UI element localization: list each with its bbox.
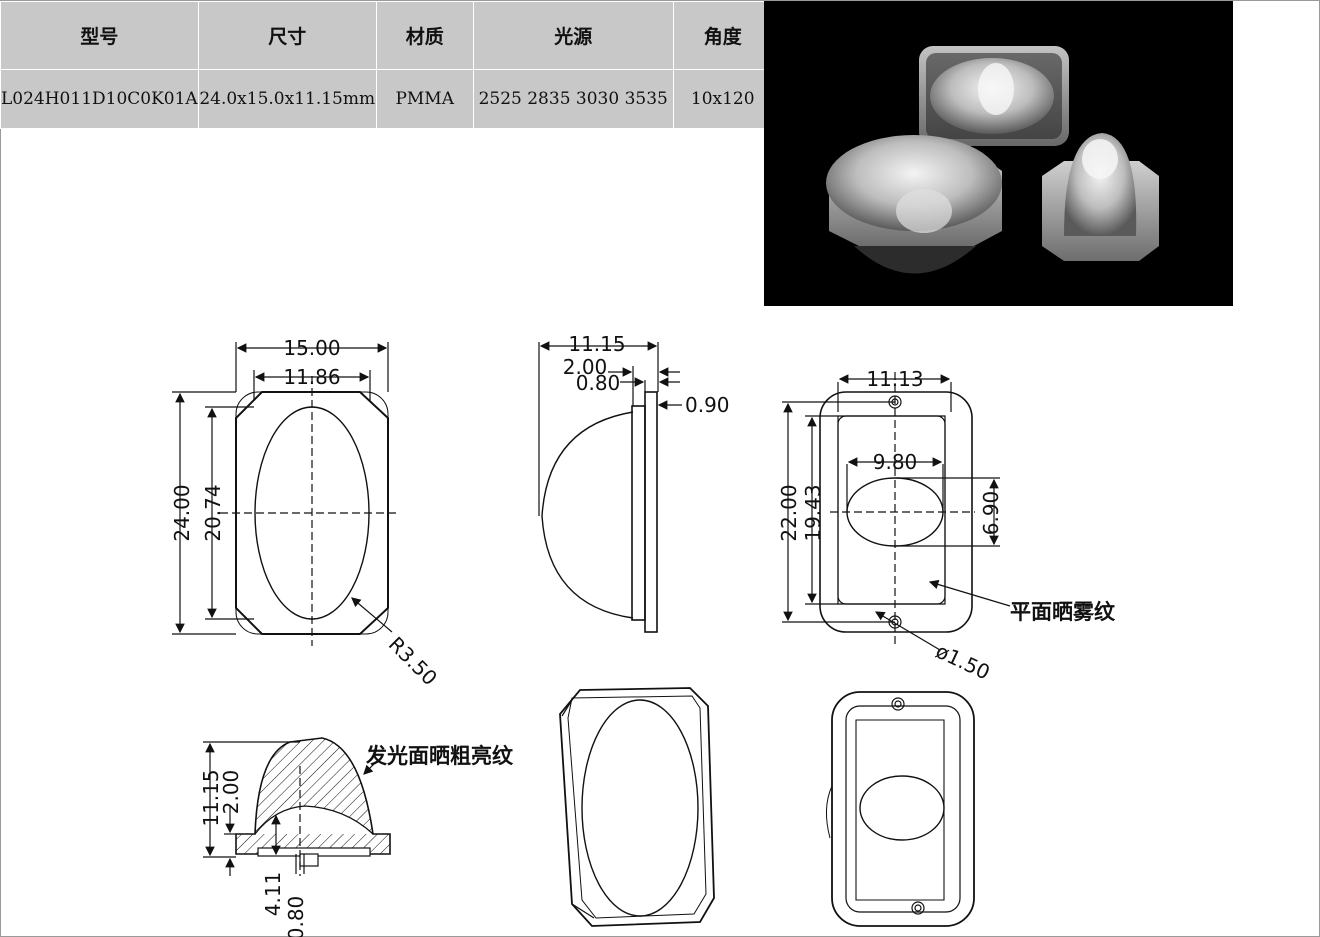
front-radius-label: R3.50 xyxy=(384,632,442,690)
side-thickness-label: 0.90 xyxy=(685,393,730,417)
section-view xyxy=(203,737,391,876)
cell-size: 24.0x15.0x11.15mm xyxy=(197,69,377,129)
back-width-label: 11.13 xyxy=(866,367,923,391)
back-window-height-label: 6.90 xyxy=(979,491,1003,536)
cell-light-source: 2525 2835 3030 3535 xyxy=(472,69,674,129)
front-inner-height-label: 20.74 xyxy=(201,484,225,541)
side-flange-label: 2.00 xyxy=(563,355,608,379)
section-top-label: 2.00 xyxy=(219,770,243,815)
header-model: 型号 xyxy=(0,1,199,70)
cell-model: L024H011D10C0K01A xyxy=(0,69,199,129)
section-surface-note: 发光面晒粗亮纹 xyxy=(365,744,514,768)
header-size: 尺寸 xyxy=(197,1,377,70)
side-view xyxy=(538,341,682,633)
back-hole-label: ø1.50 xyxy=(932,639,994,685)
table-row: L024H011D10C0K01A 24.0x15.0x11.15mm PMMA… xyxy=(0,69,773,129)
iso-front-view xyxy=(559,687,715,927)
technical-drawing: 15.00 11.86 24.00 20.74 R3.50 11.15 2.00… xyxy=(170,332,1116,937)
front-height-label: 24.00 xyxy=(170,484,194,541)
product-photo xyxy=(764,1,1233,306)
cell-angle: 10x120 xyxy=(672,69,773,129)
spec-table: 型号 尺寸 材质 光源 角度 L024H011D10C0K01A 24.0x15… xyxy=(0,1,773,129)
front-width-label: 15.00 xyxy=(283,336,340,360)
back-inner-height-label: 19.43 xyxy=(801,484,825,541)
lens-right-image xyxy=(1042,133,1159,261)
header-angle: 角度 xyxy=(672,1,773,70)
side-lip-label: 0.80 xyxy=(576,371,621,395)
back-view xyxy=(782,372,1011,651)
lens-left-image xyxy=(826,135,1002,274)
section-height-label: 11.15 xyxy=(199,769,223,826)
back-surface-note: 平面晒雾纹 xyxy=(1010,600,1116,624)
iso-back-view xyxy=(826,691,975,927)
back-height-label: 22.00 xyxy=(777,484,801,541)
header-light-source: 光源 xyxy=(472,1,674,70)
header-material: 材质 xyxy=(375,1,474,70)
table-header-row: 型号 尺寸 材质 光源 角度 xyxy=(0,1,773,70)
back-window-width-label: 9.80 xyxy=(873,450,918,474)
side-depth-label: 11.15 xyxy=(568,332,625,356)
section-base-label: 4.11 xyxy=(261,872,285,917)
lens-back-image xyxy=(919,46,1069,146)
section-gap-label: 0.80 xyxy=(284,896,308,937)
front-view xyxy=(172,342,400,646)
cell-material: PMMA xyxy=(375,69,474,129)
front-inner-width-label: 11.86 xyxy=(283,365,340,389)
